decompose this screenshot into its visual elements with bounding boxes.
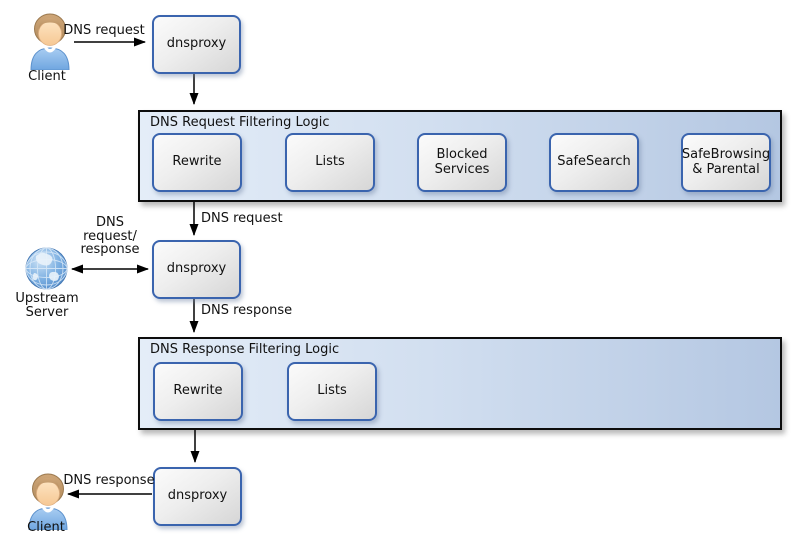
upstream-server-label: Upstream Server [15,291,79,320]
edge-label-upstream-exchange: DNS request/ response [80,215,140,258]
edge-label-upstream-response: DNS response [201,303,293,318]
request-filtering-title: DNS Request Filtering Logic [150,115,330,130]
client-bottom-label: Client [27,520,65,535]
edge-label-client-request: DNS request [63,23,145,38]
step-blocked-services: Blocked Services [417,133,507,192]
response-filtering-title: DNS Response Filtering Logic [150,342,340,357]
step-lists: Lists [285,133,375,192]
response-filtering-container: DNS Response Filtering Logic Rewrite Lis… [138,337,782,430]
request-filtering-container: DNS Request Filtering Logic Rewrite List… [138,110,782,202]
step-safebrowsing-parental: SafeBrowsing & Parental [681,133,771,192]
person-icon [28,473,68,530]
person-icon [30,13,70,70]
edge-label-filtered-request: DNS request [201,211,283,226]
dnsproxy-bottom-node: dnsproxy [153,467,242,526]
dnsproxy-middle-node: dnsproxy [152,240,241,299]
step-response-rewrite: Rewrite [153,362,243,421]
dnsproxy-top-node: dnsproxy [152,15,241,74]
step-rewrite: Rewrite [152,133,242,192]
step-response-lists: Lists [287,362,377,421]
client-top-label: Client [28,69,66,84]
globe-icon [25,247,68,290]
step-safesearch: SafeSearch [549,133,639,192]
edge-label-client-response: DNS response [63,473,155,488]
